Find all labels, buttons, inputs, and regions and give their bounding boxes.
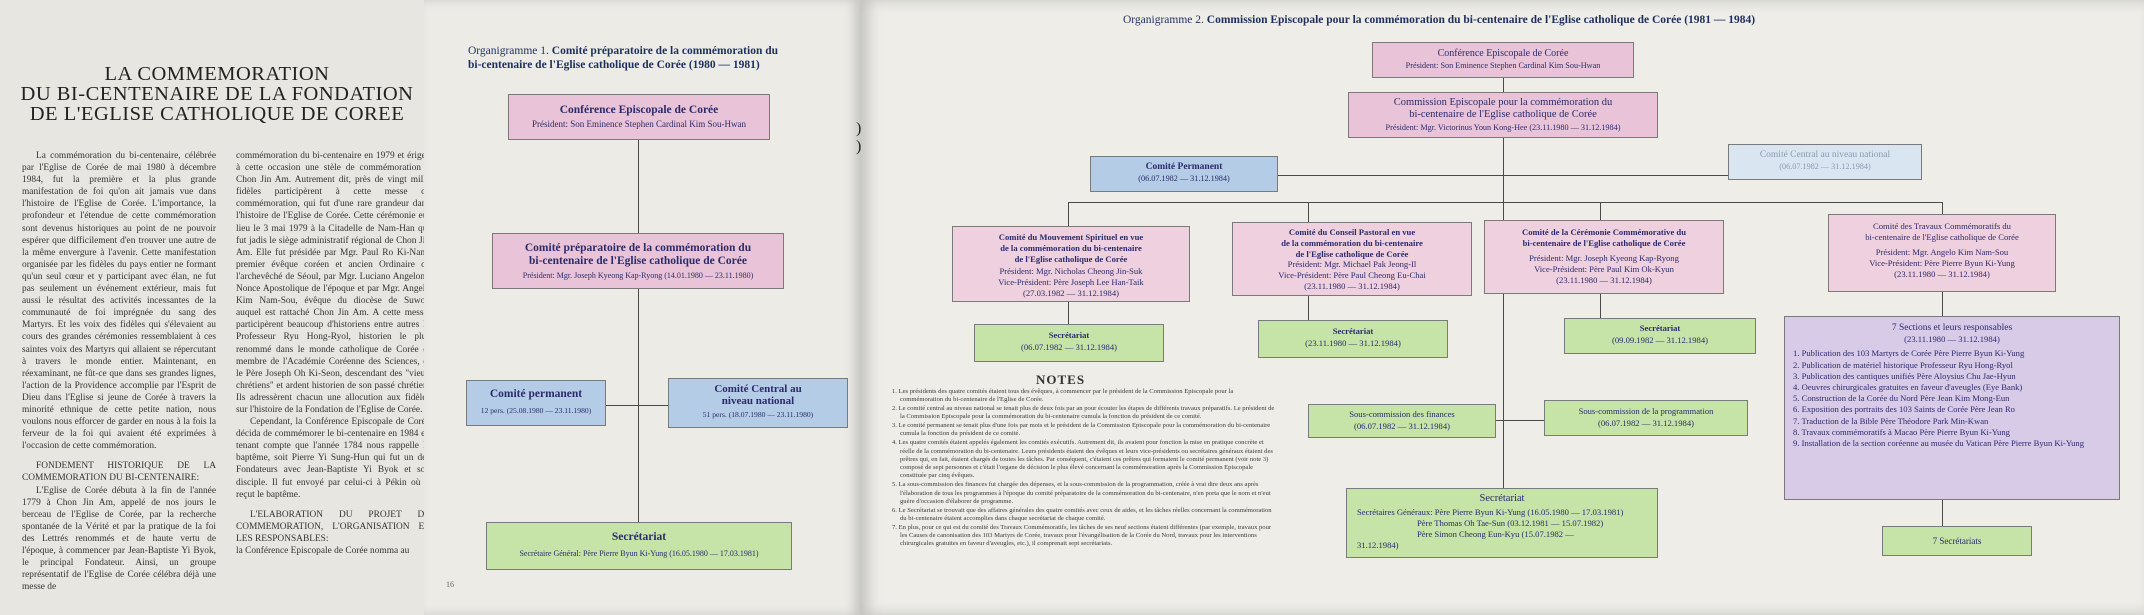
connector-line <box>1942 292 1943 316</box>
note-item: 7. En plus, pour ce qui est du comité de… <box>892 523 1272 548</box>
sections-box: 7 Sections et leurs responsables (23.11.… <box>1784 316 2120 500</box>
secretariat-3-box: Secrétariat (09.09.1982 — 31.12.1984) <box>1564 318 1756 354</box>
secretariat-box: Secrétariat Secrétaire Général: Père Pie… <box>486 522 792 570</box>
episcopal-commission-box: Commission Episcopale pour la commémorat… <box>1348 92 1658 138</box>
note-item: 3. Le comité permanent se tenait plus d'… <box>892 422 1271 438</box>
note-item: 6. Le Secrétariat se trouvait que des af… <box>892 506 1272 522</box>
note-item: 4. Les quatre comités étaient appelés ég… <box>892 439 1273 480</box>
connector-line <box>1942 500 1943 526</box>
section-item: 2. Publication de matériel historique Pr… <box>1793 359 2013 370</box>
section-item: 7. Traduction de la Bible Père Théodore … <box>1793 415 1989 426</box>
article-title: LA COMMEMORATION DU BI-CENTENAIRE DE LA … <box>20 63 414 125</box>
article-column-1: La commémoration du bi-centenaire, céléb… <box>22 151 216 593</box>
note-item: 5. La sous-commission des finances fut c… <box>892 481 1271 505</box>
notes-list: 1. Les présidents des quatre comités éta… <box>892 388 1278 549</box>
ceremony-committee-box: Comité de la Cérémonie Commémorative du … <box>1484 220 1724 294</box>
connector-line <box>1503 202 1504 492</box>
permanent-committee-box: Comité permanent 12 pers. (25.08.1980 — … <box>466 380 606 426</box>
central-committee-box: Comité Central au niveau national 51 per… <box>668 378 848 428</box>
left-page: LA COMMEMORATION DU BI-CENTENAIRE DE LA … <box>0 0 424 615</box>
connector-line <box>1068 302 1069 324</box>
programming-subcommission-box: Sous-commission de la programmation (06.… <box>1544 400 1748 436</box>
organigramme-2-title: Organigramme 2. Commission Episcopale po… <box>1123 14 1756 26</box>
central-committee-box: Comité Central au niveau national (06.07… <box>1728 144 1922 180</box>
section-item: 8. Travaux commémoratifs à Macao Père Pi… <box>1793 426 2010 437</box>
connector-line <box>1308 296 1309 320</box>
article-column-2: commémoration du bi-centenaire en 1979 e… <box>236 150 424 557</box>
connector-line <box>594 405 690 406</box>
spiritual-movement-committee-box: Comité du Mouvement Spirituel en vue de … <box>952 226 1190 302</box>
connector-line <box>1600 202 1601 222</box>
secretariat-2-box: Secrétariat (23.11.1980 — 31.12.1984) <box>1258 320 1448 358</box>
pastoral-council-committee-box: Comité du Conseil Pastoral en vue de la … <box>1232 222 1472 296</box>
right-page: Organigramme 2. Commission Episcopale po… <box>860 0 2144 615</box>
preparatory-committee-box: Comité préparatoire de la commémoration … <box>492 233 784 289</box>
connector-line <box>1308 202 1309 222</box>
middle-page: Organigramme 1. Comité préparatoire de l… <box>424 0 860 615</box>
section-item: 9. Installation de la section coréenne a… <box>1793 438 2084 449</box>
section-heading: FONDEMENT HISTORIQUE DE LA COMMEMORATION… <box>22 461 216 484</box>
note-item: 2. Le comité central au niveau national … <box>892 405 1275 421</box>
seven-secretariats-box: 7 Secrétariats <box>1882 526 2032 556</box>
cec-box: Conférence Episcopale de Corée Président… <box>508 94 770 140</box>
connector-line <box>1275 175 1730 176</box>
secretariat-1-box: Secrétariat (06.07.1982 — 31.12.1984) <box>974 324 1164 362</box>
connector-line <box>1942 202 1943 222</box>
binding-marks: )) <box>856 120 862 155</box>
note-item: 1. Les présidents des quatre comités éta… <box>892 388 1234 404</box>
commemorative-works-committee-box: Comité des Travaux Commémoratifs du bi-c… <box>1828 214 2056 292</box>
general-secretariat-box: Secrétariat Secrétaires Généraux: Père P… <box>1346 488 1658 558</box>
connector-line <box>1408 420 1630 421</box>
connector-line <box>1600 294 1601 318</box>
connector-line <box>1503 138 1504 175</box>
section-item: 5. Construction de la Corée du Nord Père… <box>1793 393 2010 404</box>
page-number: 16 <box>446 580 454 589</box>
section-item: 3. Publication des cantiques unifiés Pèr… <box>1793 370 2016 381</box>
section-item: 1. Publication des 103 Martyrs de Corée … <box>1793 348 2025 359</box>
section-heading: L'ELABORATION DU PROJET DE COMMEMORATION… <box>236 509 424 544</box>
notes-title: NOTES <box>1036 372 1086 387</box>
connector-line <box>1503 175 1504 202</box>
connector-line <box>1503 78 1504 92</box>
section-item: 6. Exposition des portraits des 103 Sain… <box>1793 404 2015 415</box>
connector-line <box>1068 202 1069 226</box>
connector-line <box>638 140 639 233</box>
organigramme-1-title: Organigramme 1. Comité préparatoire de l… <box>468 45 779 71</box>
permanent-committee-box: Comité Permanent (06.07.1982 — 31.12.198… <box>1090 156 1278 192</box>
connector-line <box>1068 202 1942 203</box>
cec-box: Conférence Episcopale de Corée Président… <box>1372 42 1634 78</box>
section-item: 4. Oeuvres chirurgicales gratuites en fa… <box>1793 382 2023 393</box>
connector-line <box>638 277 639 522</box>
finance-subcommission-box: Sous-commission des finances (06.07.1982… <box>1308 404 1496 438</box>
